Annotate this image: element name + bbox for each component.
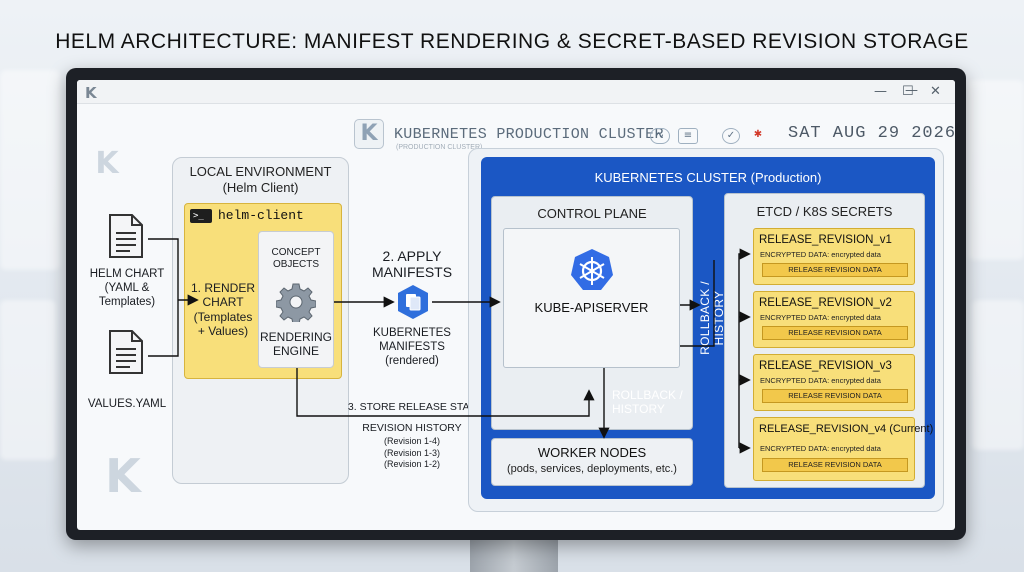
terminal-icon: >_ [190, 208, 212, 223]
manifests-line: MANIFESTS [379, 341, 445, 353]
history-item: (Revision 1-4) [383, 436, 441, 446]
local-title-line: (Helm Client) [222, 180, 299, 195]
concept-line: CONCEPT [271, 247, 321, 258]
revision-name: RELEASE_REVISION_v2 [759, 297, 892, 309]
revision-name: RELEASE_REVISION_v4 (Current) [759, 423, 934, 435]
window-titlebar: K — [77, 80, 955, 104]
worker-nodes-title: WORKER NODES [537, 445, 647, 460]
minimize-button[interactable]: — [874, 84, 887, 99]
header-icons: ∿ ≡ ✓ ✱ [650, 126, 768, 146]
app-logo-icon: K [85, 84, 97, 102]
document-icon [109, 214, 143, 258]
revision-name: RELEASE_REVISION_v3 [759, 360, 892, 372]
faded-logo-icon: K [95, 146, 119, 181]
maximize-button[interactable]: ☐ [902, 84, 914, 99]
revision-name: RELEASE_REVISION_v1 [759, 234, 892, 246]
backdrop-panel [972, 300, 1024, 450]
cluster-title: KUBERNETES CLUSTER (Production) [594, 170, 822, 185]
engine-line: RENDERING [259, 330, 332, 344]
revision-data: RELEASE REVISION DATA [762, 458, 908, 472]
server-icon[interactable]: ≡ [678, 128, 698, 144]
manifest-icon [398, 285, 428, 319]
history-list: (Revision 1-4) (Revision 1-3) (Revision … [350, 436, 474, 471]
helm-client-header: >_ helm-client [190, 208, 304, 223]
check-icon[interactable]: ✓ [722, 128, 740, 144]
concept-objects-label: CONCEPT OBJECTS [258, 247, 334, 271]
manifests-line: KUBERNETES [373, 327, 451, 339]
kubernetes-logo-icon: K [354, 119, 384, 149]
activity-icon[interactable]: ∿ [650, 128, 670, 144]
history-title: REVISION HISTORY [362, 422, 462, 434]
concept-line: OBJECTS [272, 259, 320, 270]
etcd-secrets-title: ETCD / K8S SECRETS [756, 204, 893, 219]
revision-data: RELEASE REVISION DATA [762, 263, 908, 277]
step2-line: MANIFESTS [371, 264, 453, 280]
revision-encrypted: ENCRYPTED DATA: encrypted data [760, 313, 881, 322]
step1-line: CHART [202, 295, 244, 309]
revision-encrypted: ENCRYPTED DATA: encrypted data [760, 250, 881, 259]
revision-card[interactable]: RELEASE_REVISION_v3 ENCRYPTED DATA: encr… [753, 354, 915, 411]
step1-line: (Templates [193, 310, 253, 324]
kubernetes-helm-icon [571, 249, 613, 290]
gear-icon [276, 283, 316, 322]
revision-card-current[interactable]: RELEASE_REVISION_v4 (Current) ENCRYPTED … [753, 417, 933, 481]
revision-data: RELEASE REVISION DATA [762, 326, 908, 340]
main-title: HELM ARCHITECTURE: MANIFEST RENDERING & … [55, 30, 969, 53]
kube-apiserver-label: KUBE-APISERVER [534, 300, 649, 315]
helm-chart-label: HELM CHART (YAML & Templates) [89, 268, 165, 308]
history-item: (Revision 1-3) [383, 447, 441, 458]
history-item: (Revision 1-2) [383, 459, 441, 469]
manifests-label: KUBERNETES MANIFESTS (rendered) [360, 326, 464, 368]
helm-client-name: helm-client [218, 208, 304, 223]
rollback-history-label: ROLLBACK / HISTORY [612, 388, 683, 416]
date-display: SAT AUG 29 2026 [788, 124, 957, 143]
revision-card[interactable]: RELEASE_REVISION_v1 ENCRYPTED DATA: encr… [753, 228, 915, 285]
step2-line: 2. APPLY [382, 248, 442, 264]
worker-nodes-subtitle: (pods, services, deployments, etc.) [507, 463, 677, 475]
control-plane-title: CONTROL PLANE [537, 206, 647, 221]
rollback-history-vertical: ROLLBACK / HISTORY [698, 281, 726, 355]
step2-label: 2. APPLY MANIFESTS [360, 248, 464, 280]
revision-card[interactable]: RELEASE_REVISION_v2 ENCRYPTED DATA: encr… [753, 291, 915, 348]
revision-data: RELEASE REVISION DATA [762, 389, 908, 403]
document-icon [109, 330, 143, 374]
backdrop-panel [0, 300, 56, 460]
worker-nodes-box [491, 438, 693, 486]
rollback-line: HISTORY [612, 402, 665, 416]
cluster-name: KUBERNETES PRODUCTION CLUSTER [394, 126, 664, 143]
step1-line: 1. RENDER [190, 281, 255, 295]
minimize-button[interactable]: — [905, 83, 918, 98]
bug-icon[interactable]: ✱ [753, 129, 763, 140]
manifests-line: (rendered) [385, 355, 439, 367]
rollback-line: ROLLBACK / [612, 388, 683, 402]
separator [706, 128, 714, 144]
engine-line: ENGINE [272, 344, 319, 358]
cluster-subtitle: (PRODUCTION CLUSTER) [396, 144, 483, 151]
rendering-engine-label: RENDERING ENGINE [258, 330, 334, 358]
local-environment-title: LOCAL ENVIRONMENT (Helm Client) [172, 164, 349, 196]
close-button[interactable]: ✕ [930, 84, 941, 99]
backdrop-panel [968, 80, 1024, 260]
faded-logo-icon: K [105, 449, 141, 503]
step1-label: 1. RENDER CHART (Templates + Values) [186, 281, 260, 338]
local-title-line: LOCAL ENVIRONMENT [189, 164, 332, 179]
backdrop-panel [0, 70, 60, 270]
monitor-stand [470, 538, 558, 572]
values-yaml-label: VALUES.YAML [87, 398, 167, 410]
step1-line: + Values) [197, 324, 249, 338]
revision-encrypted: ENCRYPTED DATA: encrypted data [760, 376, 881, 385]
revision-encrypted: ENCRYPTED DATA: encrypted data [760, 444, 881, 453]
